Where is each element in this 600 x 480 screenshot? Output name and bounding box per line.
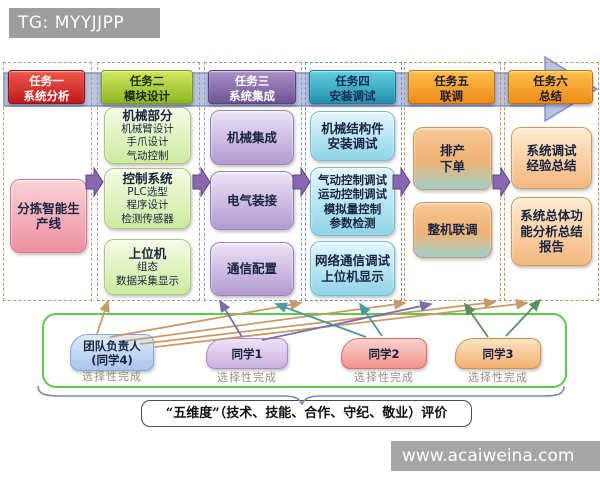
debug-structure-box: 机械结构件 安装调试 bbox=[310, 111, 395, 161]
box-title: 机械集成 bbox=[226, 129, 277, 145]
box-line: 系统总体功 bbox=[520, 208, 583, 224]
joint-order-box: 排产 下单 bbox=[413, 127, 492, 190]
box-line: 气动控制调试 bbox=[318, 172, 387, 187]
box-line: 系统调试 bbox=[526, 142, 577, 158]
box-line: 报告 bbox=[538, 239, 564, 255]
box-line: 安装调试 bbox=[327, 136, 378, 151]
integration-comm-box: 通信配置 bbox=[210, 242, 294, 296]
task1-header: 任务一 系统分析 bbox=[8, 70, 85, 104]
box-line: 上位机显示 bbox=[321, 268, 384, 284]
box-item: 组态 bbox=[137, 261, 158, 273]
box-line: 整机联调 bbox=[427, 222, 478, 238]
box-title: 电气装接 bbox=[226, 192, 277, 208]
box-item: 机械臂设计 bbox=[121, 122, 174, 135]
member-note: 选择性完成 bbox=[217, 371, 277, 384]
page-tag-badge: TG: MYYJJPP bbox=[9, 8, 160, 38]
box-item: 检测传感器 bbox=[121, 212, 174, 225]
box-line: 能分析总结 bbox=[520, 223, 583, 239]
task6-header: 任务六 总结 bbox=[508, 70, 593, 104]
task4-header-line2: 安装调试 bbox=[329, 89, 376, 103]
summary-report-box: 系统总体功 能分析总结 报告 bbox=[511, 197, 592, 266]
member-label-line1: 团队负责人 bbox=[83, 338, 141, 353]
member-student1-box: 同学1 bbox=[206, 338, 288, 369]
box-title: 机械部分 bbox=[122, 107, 173, 123]
box-item: 手爪设计 bbox=[126, 136, 169, 149]
debug-network-box: 网络通信调试 上位机显示 bbox=[310, 241, 395, 296]
task3-header-line1: 任务三 bbox=[234, 74, 270, 88]
task1-header-line2: 系统分析 bbox=[23, 89, 70, 103]
project-box: 分拣智能生 产线 bbox=[10, 179, 87, 253]
joint-machine-box: 整机联调 bbox=[413, 202, 492, 258]
task2-header: 任务二 模块设计 bbox=[101, 70, 193, 104]
box-line: 排产 bbox=[439, 143, 465, 158]
member-note: 选择性完成 bbox=[82, 370, 142, 383]
task6-header-line2: 总结 bbox=[539, 89, 562, 103]
task2-header-line2: 模块设计 bbox=[124, 89, 170, 103]
member-label: 同学3 bbox=[482, 346, 514, 361]
member-label-line2: (同学4) bbox=[91, 352, 133, 367]
member-student2-box: 同学2 bbox=[341, 338, 427, 369]
integration-electrical-box: 电气装接 bbox=[210, 171, 294, 230]
project-box-line2: 产线 bbox=[35, 216, 61, 231]
task5-header: 任务五 联调 bbox=[408, 70, 495, 104]
box-line: 经验总结 bbox=[526, 158, 577, 173]
box-line: 机械结构件 bbox=[321, 120, 384, 136]
box-line: 运动控制调试 bbox=[318, 187, 387, 201]
integration-mechanical-box: 机械集成 bbox=[210, 110, 294, 165]
task6-header-line1: 任务六 bbox=[533, 74, 568, 88]
task1-header-line1: 任务一 bbox=[29, 74, 64, 88]
box-item: PLC选型 bbox=[127, 185, 168, 198]
module-mechanical-box: 机械部分 机械臂设计 手爪设计 气动控制 bbox=[104, 107, 191, 164]
box-line: 参数检测 bbox=[329, 216, 376, 230]
box-item: 气动控制 bbox=[126, 149, 169, 162]
module-control-box: 控制系统 PLC选型 程序设计 检测传感器 bbox=[104, 168, 191, 229]
task3-header: 任务三 系统集成 bbox=[208, 70, 296, 104]
member-label: 同学1 bbox=[231, 346, 263, 361]
member-student3-box: 同学3 bbox=[455, 338, 541, 369]
summary-experience-box: 系统调试 经验总结 bbox=[511, 127, 592, 189]
member-note: 选择性完成 bbox=[468, 371, 528, 384]
project-box-line1: 分拣智能生 bbox=[17, 200, 80, 216]
box-title: 控制系统 bbox=[122, 170, 173, 186]
box-item: 数据采集显示 bbox=[116, 274, 179, 287]
task2-header-line1: 任务二 bbox=[129, 74, 165, 88]
task4-header: 任务四 安装调试 bbox=[309, 70, 396, 104]
member-note: 选择性完成 bbox=[354, 371, 414, 384]
box-line: 下单 bbox=[439, 158, 465, 174]
box-title: 上位机 bbox=[128, 246, 167, 261]
task5-header-line1: 任务五 bbox=[434, 74, 469, 88]
box-line: 网络通信调试 bbox=[314, 253, 390, 268]
watermark: www.acaiweina.com bbox=[391, 441, 600, 471]
task4-header-line1: 任务四 bbox=[335, 74, 370, 88]
box-title: 通信配置 bbox=[226, 261, 277, 277]
member-leader-box: 团队负责人 (同学4) bbox=[70, 334, 154, 371]
member-label: 同学2 bbox=[368, 346, 400, 361]
box-item: 程序设计 bbox=[126, 199, 169, 212]
debug-control-box: 气动控制调试 运动控制调试 模拟量控制 参数检测 bbox=[310, 167, 395, 236]
task3-header-line2: 系统集成 bbox=[229, 89, 275, 103]
box-line: 模拟量控制 bbox=[323, 201, 382, 216]
module-host-box: 上位机 组态 数据采集显示 bbox=[104, 239, 191, 295]
evaluation-box: “五维度”（技术、技能、合作、守纪、敬业）评价 bbox=[141, 400, 472, 427]
task5-header-line2: 联调 bbox=[440, 89, 463, 103]
